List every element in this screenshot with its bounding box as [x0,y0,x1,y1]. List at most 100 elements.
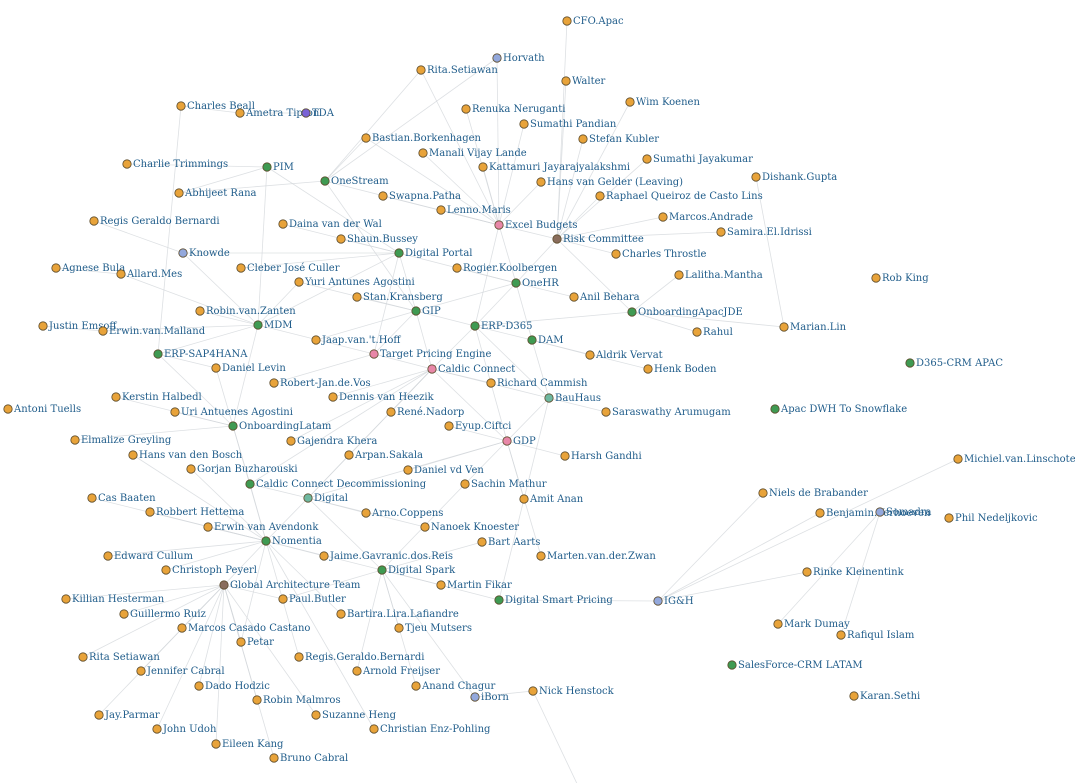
node-marker[interactable] [601,407,611,417]
node-marker[interactable] [98,326,108,336]
node-marker[interactable] [585,350,595,360]
node-marker[interactable] [174,188,184,198]
node-marker[interactable] [352,292,362,302]
node-erwin-malland[interactable]: Erwin.van.Malland [98,326,206,337]
node-amit[interactable]: Amit Anan [519,494,584,505]
node-onboarding-latam[interactable]: OnboardingLatam [228,421,332,432]
node-marker[interactable] [875,507,885,517]
node-iborn[interactable]: iBorn [470,692,510,703]
node-marker[interactable] [301,108,311,118]
node-marker[interactable] [211,739,221,749]
node-marker[interactable] [369,724,379,734]
node-marker[interactable] [261,536,271,546]
node-marker[interactable] [186,464,196,474]
node-marcos-andrade[interactable]: Marcos.Andrade [658,212,753,223]
node-marker[interactable] [578,134,588,144]
node-richard[interactable]: Richard Cammish [486,378,588,389]
node-marker[interactable] [319,551,329,561]
node-marker[interactable] [203,522,213,532]
node-sumathi-jay[interactable]: Sumathi Jayakumar [642,154,753,165]
node-marker[interactable] [716,227,726,237]
node-anand[interactable]: Anand Chagur [411,681,496,692]
node-gip[interactable]: GIP [411,306,441,317]
node-daniel-ven[interactable]: Daniel vd Ven [403,465,485,476]
node-marker[interactable] [411,306,421,316]
node-marker[interactable] [758,488,768,498]
node-marker[interactable] [136,666,146,676]
node-marker[interactable] [494,220,504,230]
node-marker[interactable] [38,321,48,331]
node-michiel[interactable]: Michiel.van.Linschoten [953,454,1075,465]
node-marker[interactable] [403,465,413,475]
node-marker[interactable] [905,358,915,368]
node-john[interactable]: John Udoh [152,724,217,735]
node-rahul[interactable]: Rahul [692,327,733,338]
node-marker[interactable] [871,273,881,283]
node-caldic-connect[interactable]: Caldic Connect [427,364,515,375]
node-marker[interactable] [416,65,426,75]
node-daniel-levin[interactable]: Daniel Levin [211,363,287,374]
node-marker[interactable] [802,567,812,577]
node-marker[interactable] [773,619,783,629]
node-elmalize[interactable]: Elmalize Greyling [70,435,172,446]
node-lenno[interactable]: Lenno.Maris [436,205,511,216]
node-marker[interactable] [269,753,279,763]
node-marker[interactable] [228,421,238,431]
node-ametra[interactable]: Ametra Tipton [235,108,320,119]
node-guillermo[interactable]: Guillermo Ruiz [119,609,206,620]
node-justin[interactable]: Justin Emsoff [38,321,118,332]
node-marker[interactable] [89,216,99,226]
node-eyup[interactable]: Eyup.Ciftci [444,421,512,432]
node-marker[interactable] [394,248,404,258]
node-marker[interactable] [278,594,288,604]
node-marian[interactable]: Marian.Lin [779,322,847,333]
node-marker[interactable] [470,692,480,702]
node-digital[interactable]: Digital [303,493,348,504]
node-eileen[interactable]: Eileen Kang [211,739,284,750]
node-marker[interactable] [779,322,789,332]
node-marker[interactable] [552,234,562,244]
node-marker[interactable] [336,609,346,619]
node-marker[interactable] [377,565,387,575]
node-marker[interactable] [245,479,255,489]
node-marker[interactable] [61,594,71,604]
node-manali[interactable]: Manali Vijay Lande [418,148,527,159]
node-bauhaus[interactable]: BauHaus [544,393,601,404]
node-marker[interactable] [177,623,187,633]
node-sachin[interactable]: Sachin Mathur [460,479,547,490]
node-marker[interactable] [527,335,537,345]
node-marker[interactable] [87,493,97,503]
node-marker[interactable] [444,421,454,431]
node-agnese[interactable]: Agnese Bula [51,263,125,274]
node-stefan[interactable]: Stefan Kubler [578,134,659,145]
node-marker[interactable] [427,364,437,374]
node-marker[interactable] [344,450,354,460]
node-marker[interactable] [311,335,321,345]
node-killian[interactable]: Killian Hesterman [61,594,165,605]
node-pim[interactable]: PIM [262,162,294,173]
node-marker[interactable] [3,404,13,414]
node-marker[interactable] [770,404,780,414]
node-marker[interactable] [361,133,371,143]
node-bartira[interactable]: Bartira.Lira.Lafiandre [336,609,459,620]
node-rob-king[interactable]: Rob King [871,273,929,284]
node-marker[interactable] [394,623,404,633]
node-marker[interactable] [569,292,579,302]
node-marker[interactable] [836,630,846,640]
node-gorjan[interactable]: Gorjan Buzharouski [186,464,298,475]
node-marker[interactable] [536,177,546,187]
node-yuri[interactable]: Yuri Antunes Agostini [294,277,415,288]
node-raphael[interactable]: Raphael Queiroz de Casto Lins [595,191,763,202]
node-marker[interactable] [544,393,554,403]
node-robert-jan[interactable]: Robert-Jan.de.Vos [269,378,371,389]
node-marker[interactable] [78,652,88,662]
node-jennifer[interactable]: Jennifer Cabral [136,666,225,677]
node-marker[interactable] [278,219,288,229]
node-marker[interactable] [262,162,272,172]
node-marcos-casado[interactable]: Marcos Casado Castano [177,623,311,634]
node-igh[interactable]: IG&H [653,596,694,607]
node-robbert[interactable]: Robbert Hettema [145,507,245,518]
node-marker[interactable] [815,508,825,518]
node-marker[interactable] [195,306,205,316]
node-risk-committee[interactable]: Risk Committee [552,234,644,245]
